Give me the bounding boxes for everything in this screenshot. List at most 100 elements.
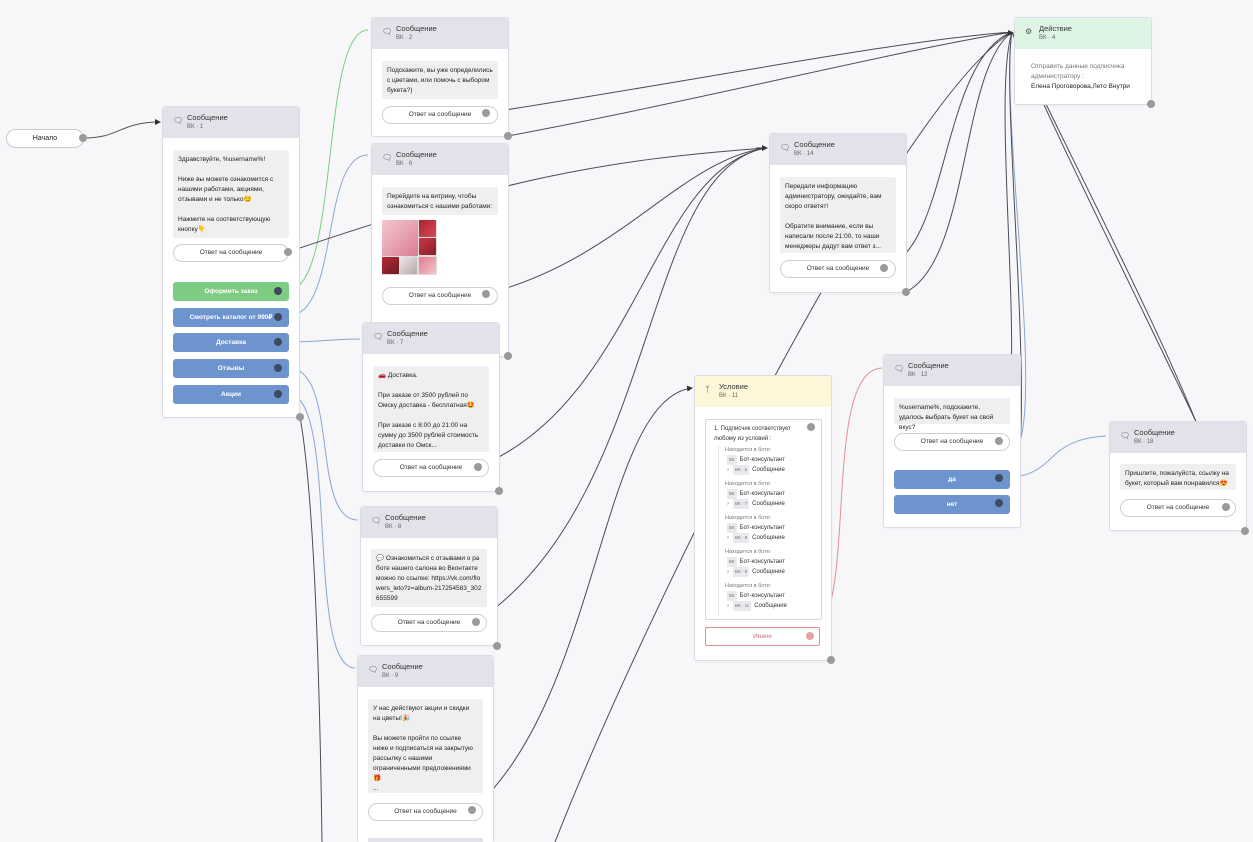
condition-box[interactable]: 1. Подписчик соответствует любому из усл… — [705, 419, 822, 620]
start-node[interactable]: Начало — [6, 129, 84, 148]
reply-button[interactable]: Ответ на сообщение — [373, 459, 489, 477]
node-chip: ВК · 9 — [733, 567, 750, 577]
node-header[interactable]: 🗨 Сообщение ВК · 1 — [163, 107, 299, 138]
node-output-port[interactable] — [1147, 100, 1155, 108]
yes-button[interactable]: да — [894, 470, 1010, 489]
condition-node-11[interactable]: ᛉ Условие ВК · 11 1. Подписчик соответст… — [694, 375, 832, 661]
node-header[interactable]: 🗨 Сообщение ВК · 7 — [363, 323, 499, 354]
node-header[interactable]: 🗨 Сообщение ВК · 6 — [372, 144, 508, 175]
node-subtitle: ВК · 7 — [387, 340, 404, 346]
catalog-button[interactable]: Смотреть каталог от 990₽ — [173, 308, 289, 327]
start-output-port[interactable] — [79, 134, 87, 142]
yes-port[interactable] — [995, 474, 1003, 482]
reply-button[interactable]: Ответ на сообщение — [371, 614, 487, 632]
node-output-port[interactable] — [504, 352, 512, 360]
reply-port[interactable] — [995, 437, 1003, 445]
node-header[interactable]: ⚙ Действие ВК · 4 — [1015, 18, 1151, 49]
node-subtitle: ВК · 1 — [187, 124, 204, 130]
gallery[interactable] — [382, 220, 437, 275]
reply-port[interactable] — [1222, 503, 1230, 511]
reply-button[interactable]: Ответ на сообщение — [368, 803, 483, 821]
reply-port[interactable] — [474, 463, 482, 471]
order-port[interactable] — [274, 287, 282, 295]
speech-bubble-icon: 🗨 — [173, 116, 184, 125]
edge-n1reply-n14 — [287, 147, 767, 253]
catalog-port[interactable] — [274, 313, 282, 321]
reply-port[interactable] — [284, 248, 292, 256]
reply-button[interactable]: Ответ на сообщение — [894, 433, 1010, 451]
message-node-18[interactable]: 🗨 Сообщение ВК · 18 Пришлите, пожалуйста… — [1109, 421, 1247, 531]
reply-button[interactable]: Ответ на сообщение — [382, 106, 498, 124]
node-output-port[interactable] — [504, 132, 512, 140]
node-output-port[interactable] — [495, 487, 503, 495]
node-subtitle: ВК · 18 — [1134, 439, 1154, 445]
node-header[interactable]: 🗨 Сообщение ВК · 18 — [1110, 422, 1246, 453]
no-button[interactable]: нет — [894, 495, 1010, 514]
reply-button[interactable]: Ответ на сообщение — [780, 260, 896, 278]
node-header[interactable]: 🗨 Сообщение ВК · 14 — [770, 134, 906, 165]
node-title: Сообщение — [396, 150, 437, 159]
reply-port[interactable] — [482, 290, 490, 298]
message-node-6[interactable]: 🗨 Сообщение ВК · 6 Перейдите на витрину,… — [371, 143, 509, 357]
next-block-edge — [368, 838, 483, 842]
in-bot-label: Находится в боте: — [725, 447, 772, 453]
node-header[interactable]: 🗨 Сообщение ВК · 9 — [358, 656, 493, 687]
reply-port[interactable] — [482, 109, 490, 117]
node-output-port[interactable] — [902, 288, 910, 296]
node-subtitle: ВК · 8 — [385, 524, 402, 530]
node-title: Сообщение — [1134, 428, 1175, 437]
else-branch[interactable]: Иначе — [705, 627, 820, 646]
node-subtitle: ВК · 4 — [1039, 35, 1056, 41]
reply-button[interactable]: Ответ на сообщение — [382, 287, 498, 305]
action-node-4[interactable]: ⚙ Действие ВК · 4 Отправить данные подпи… — [1014, 17, 1152, 105]
message-node-9[interactable]: 🗨 Сообщение ВК · 9 У нас действуют акции… — [357, 655, 494, 842]
message-node-2[interactable]: 🗨 Сообщение ВК · 2 Подскажите, вы уже оп… — [371, 17, 509, 137]
message-node-14[interactable]: 🗨 Сообщение ВК · 14 Передали информацию … — [769, 133, 907, 293]
node-title: Сообщение — [908, 361, 949, 370]
order-button[interactable]: Оформить заказ — [173, 282, 289, 301]
in-bot-label: Находится в боте: — [725, 583, 772, 589]
bouquet-photo — [382, 257, 399, 274]
edge-n9-n11 — [471, 385, 693, 811]
node-header[interactable]: 🗨 Сообщение ВК · 8 — [361, 507, 497, 538]
reply-port[interactable] — [468, 806, 476, 814]
node-header[interactable]: 🗨 Сообщение ВК · 2 — [372, 18, 508, 49]
node-output-port[interactable] — [296, 413, 304, 421]
reply-button[interactable]: Ответ на сообщение — [173, 244, 289, 262]
node-chip: ВК · 11 — [733, 601, 752, 611]
else-port[interactable] — [806, 632, 814, 640]
reply-port[interactable] — [472, 618, 480, 626]
delivery-port[interactable] — [274, 338, 282, 346]
node-output-port[interactable] — [493, 642, 501, 650]
reviews-port[interactable] — [274, 364, 282, 372]
promos-port[interactable] — [274, 390, 282, 398]
message-node-7[interactable]: 🗨 Сообщение ВК · 7 🚗 Доставка. При заказ… — [362, 322, 500, 492]
platform-chip: ВК — [727, 523, 737, 533]
edge-start-n1 — [83, 119, 161, 139]
in-bot-label: Находится в боте: — [725, 515, 772, 521]
promos-button[interactable]: Акции — [173, 385, 289, 404]
reply-port[interactable] — [880, 264, 888, 272]
bot-name: Бот-консультант — [739, 559, 785, 565]
message-node-8[interactable]: 🗨 Сообщение ВК · 8 💬 Ознакомиться с отзы… — [360, 506, 498, 646]
gears-icon: ⚙ — [1025, 27, 1033, 36]
node-header[interactable]: 🗨 Сообщение ВК · 12 — [884, 355, 1020, 386]
reply-button[interactable]: Ответ на сообщение — [1120, 499, 1236, 517]
delivery-button[interactable]: Доставка — [173, 333, 289, 352]
no-port[interactable] — [995, 499, 1003, 507]
node-header[interactable]: ᛉ Условие ВК · 11 — [695, 376, 831, 407]
reviews-button[interactable]: Отзывы — [173, 359, 289, 378]
node-output-port[interactable] — [827, 656, 835, 664]
message-text: %username%, подскажите, удалось выбрать … — [894, 398, 1010, 431]
node-output-port[interactable] — [1241, 527, 1249, 535]
in-bot-label: Находится в боте: — [725, 481, 772, 487]
condition-port[interactable] — [807, 423, 815, 431]
